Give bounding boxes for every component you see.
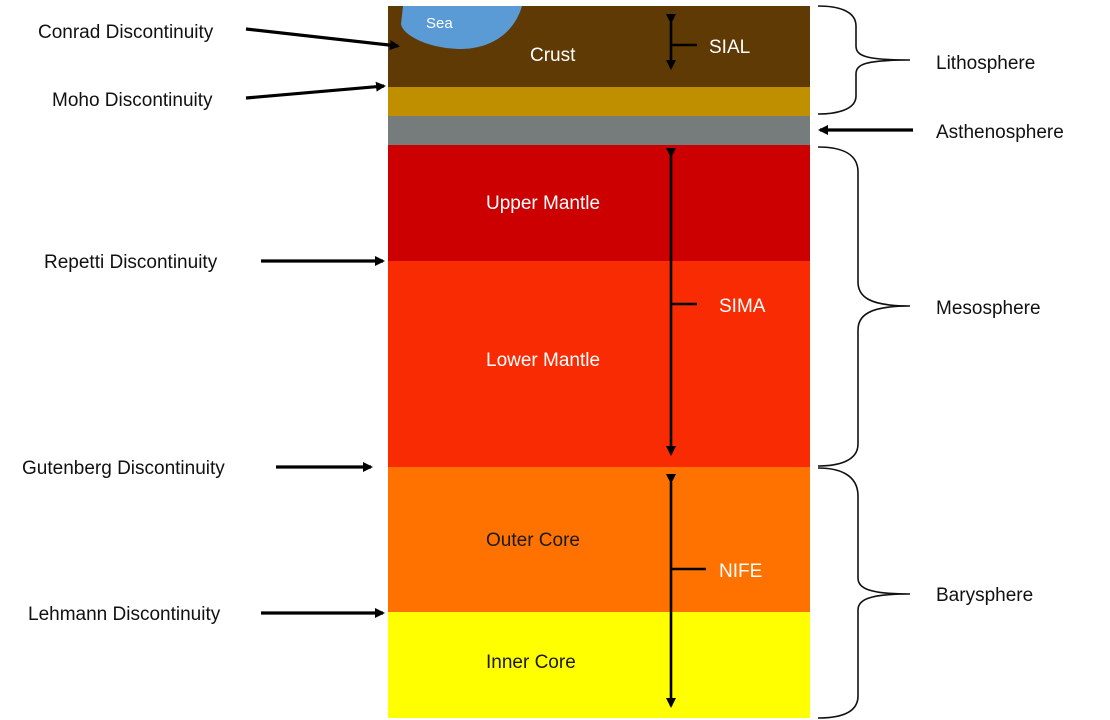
outer-core-layer [388,467,810,612]
lithosphere-brace [817,5,911,115]
crust-label: Crust [530,45,576,66]
moho-discontinuity-label: Moho Discontinuity [52,90,213,111]
inner-core-layer [388,612,810,718]
gutenberg-discontinuity-label: Gutenberg Discontinuity [22,458,225,479]
barysphere-label: Barysphere [936,585,1033,606]
sial-label: SIAL [709,37,750,58]
repetti-discontinuity-label: Repetti Discontinuity [44,252,218,273]
sea-layer [401,6,522,49]
nife-arrow [666,474,706,708]
barysphere-brace [817,467,911,719]
inner-core-label: Inner Core [486,652,576,673]
mesosphere-brace [817,146,911,467]
sima-arrow [666,148,697,456]
lower-mantle-label: Lower Mantle [486,350,600,371]
sea-label: Sea [426,15,453,32]
asthenosphere-label: Asthenosphere [936,122,1064,143]
upper-mantle-label: Upper Mantle [486,193,600,214]
conrad-arrow [245,27,400,51]
upper-mantle-layer [388,145,810,261]
lower-mantle-layer [388,261,810,467]
mesosphere-label: Mesosphere [936,298,1041,319]
asthenosphere-band [388,116,810,145]
moho-arrow [245,81,386,100]
layer-column [388,6,810,718]
conrad-discontinuity-label: Conrad Discontinuity [38,22,214,43]
moho-band [388,87,810,116]
lehmann-discontinuity-label: Lehmann Discontinuity [28,604,221,625]
outer-core-label: Outer Core [486,530,580,551]
lithosphere-label: Lithosphere [936,53,1035,74]
nife-label: NIFE [719,561,762,582]
sial-arrow [666,14,697,70]
sima-label: SIMA [719,296,766,317]
